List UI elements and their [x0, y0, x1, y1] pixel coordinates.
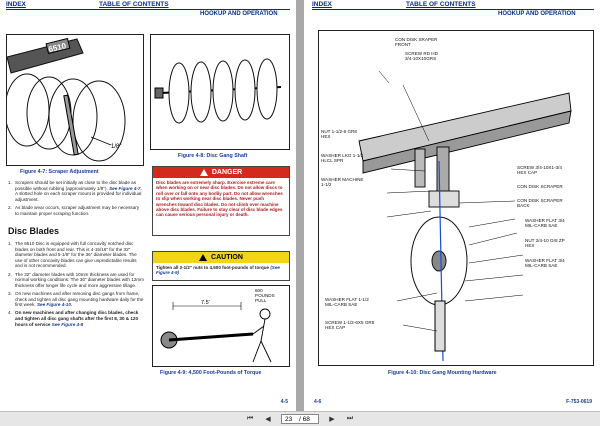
danger-header: DANGER: [153, 167, 289, 178]
list-item: 1.The 6510 Disc is equipped with full co…: [8, 241, 137, 269]
figure-link[interactable]: See Figure 4-7.: [109, 185, 142, 191]
list-item: 1.Scrapers should be set initially as cl…: [8, 180, 142, 202]
page-number-field[interactable]: / 68: [281, 414, 319, 424]
figure-4-7: 6510 1/8": [4, 34, 144, 166]
svg-text:6510: 6510: [48, 41, 68, 54]
list-item: 2.The 32" diameter blades with 10mm thic…: [8, 271, 144, 288]
figure-4-10-caption: Figure 4-10: Disc Gang Mounting Hardware: [388, 370, 497, 376]
section-header: HOOKUP AND OPERATION: [498, 11, 576, 17]
label-back-scraper: CON DISK SCRAPER BACK: [517, 198, 563, 208]
danger-callout: DANGER Disc blades are extremely sharp. …: [152, 166, 290, 236]
previous-page-button[interactable]: ◀: [265, 416, 271, 423]
section-header: HOOKUP AND OPERATION: [200, 11, 278, 17]
label-flat-washer-b: WASHER FLAT 3/4 MIL-CARB SAE: [525, 258, 565, 268]
caution-header: CAUTION: [153, 252, 289, 263]
figure-4-10: CON DISK SRAPER FRONT SCREW RD HD 3/4-10…: [318, 30, 594, 366]
figure-4-8: [150, 34, 290, 150]
label-hex-cap-screw-1-1-2: SCREW 1-1/2-6X5 GR8 HEX CAP: [325, 320, 375, 330]
danger-text: Disc blades are extremely sharp. Exercis…: [156, 180, 283, 218]
label-machine-washer: WASHER MACHINE 1-1/2: [321, 177, 364, 187]
label-scraper: CON DISK SCRAPER: [517, 184, 563, 189]
list-item: 3.On new machines and after removing dis…: [8, 290, 144, 308]
caution-callout: CAUTION Tighten all 2-1/2" nuts to 4,500…: [152, 251, 290, 281]
torque-wrench-illustration: 7.5': [160, 300, 272, 363]
toc-link[interactable]: TABLE OF CONTENTS: [99, 1, 169, 8]
first-page-button[interactable]: ⏮: [246, 415, 254, 422]
header-rule: [6, 9, 290, 10]
label-hex-cap-screw: SCREW 3/4-10X1-3/4 HEX CAP: [517, 165, 562, 175]
header-rule: [312, 9, 594, 10]
figure-link[interactable]: See Figure 4-10.: [36, 302, 73, 308]
label-flat-washer-1-1-2: WASHER FLAT 1-1/2 MIL-CARB SAE: [325, 297, 369, 307]
scraper-adjustment-illustration: 6510 1/8": [4, 37, 126, 162]
page-number: 4-6: [314, 399, 322, 405]
label-nut-1-1-2: NUT 1-1/2-6 GR8 HEX: [321, 129, 357, 139]
svg-text:7.5': 7.5': [201, 300, 210, 306]
warning-triangle-icon: [199, 254, 208, 261]
figure-4-9-caption: Figure 4-9: 4,500 Foot-Pounds of Torque: [160, 370, 262, 376]
disc-blade-instructions: 1.The 6510 Disc is equipped with full co…: [8, 241, 144, 330]
label-nut-3-4: NUT 3/4-10 Gr8 ZP HEX: [525, 238, 565, 248]
figure-4-7-caption: Figure 4-7: Scraper Adjustment: [20, 169, 99, 175]
scraper-instructions: 1.Scrapers should be set initially as cl…: [8, 180, 144, 219]
figure-4-8-caption: Figure 4-8: Disc Gang Shaft: [178, 153, 248, 159]
page-number: 4-5: [280, 399, 288, 405]
toc-link[interactable]: TABLE OF CONTENTS: [406, 1, 476, 8]
label-lock-washer: WASHER LKG 1-1/2 HLCL SPR: [321, 153, 364, 163]
page-right: INDEX TABLE OF CONTENTS HOOKUP AND OPERA…: [304, 0, 600, 411]
figure-link[interactable]: (See Figure 4-9): [156, 265, 280, 276]
last-page-button[interactable]: ⏭: [346, 415, 354, 422]
index-link[interactable]: INDEX: [6, 1, 26, 8]
current-page-input[interactable]: [285, 415, 297, 423]
caution-text: Tighten all 2-1/2" nuts to 4,500 foot-po…: [156, 265, 280, 276]
index-link[interactable]: INDEX: [312, 1, 332, 8]
svg-text:1/8": 1/8": [111, 144, 121, 150]
list-item: 2.As blade wear occurs, scraper adjustme…: [8, 204, 140, 216]
document-code: F-753-0619: [566, 399, 592, 405]
list-item: 4.On new machines and after changing dis…: [8, 310, 139, 327]
disc-blades-heading: Disc Blades: [8, 226, 60, 236]
label-flat-washer-a: WASHER FLAT 3/4 MIL-CARB SAE: [525, 218, 565, 228]
disc-gang-shaft-illustration: [154, 58, 282, 124]
figure-4-9: 7.5' 600 POUNDS PULL: [152, 285, 290, 367]
page-left: INDEX TABLE OF CONTENTS HOOKUP AND OPERA…: [0, 0, 296, 411]
next-page-button[interactable]: ▶: [329, 416, 335, 423]
total-pages: / 68: [299, 415, 310, 423]
label-round-head-screw: SCREW RD HD 3/4-10X10GRS: [405, 51, 438, 61]
page-navigation-toolbar: ⏮ ◀ / 68 ▶ ⏭: [0, 411, 600, 426]
figure-link[interactable]: See Figure 4-8: [51, 321, 84, 327]
label-front-scraper: CON DISK SRAPER FRONT: [395, 37, 438, 47]
disc-gang-mounting-illustration: [358, 70, 572, 362]
warning-triangle-icon: [199, 169, 208, 176]
pull-label: 600 POUNDS PULL: [255, 288, 275, 303]
